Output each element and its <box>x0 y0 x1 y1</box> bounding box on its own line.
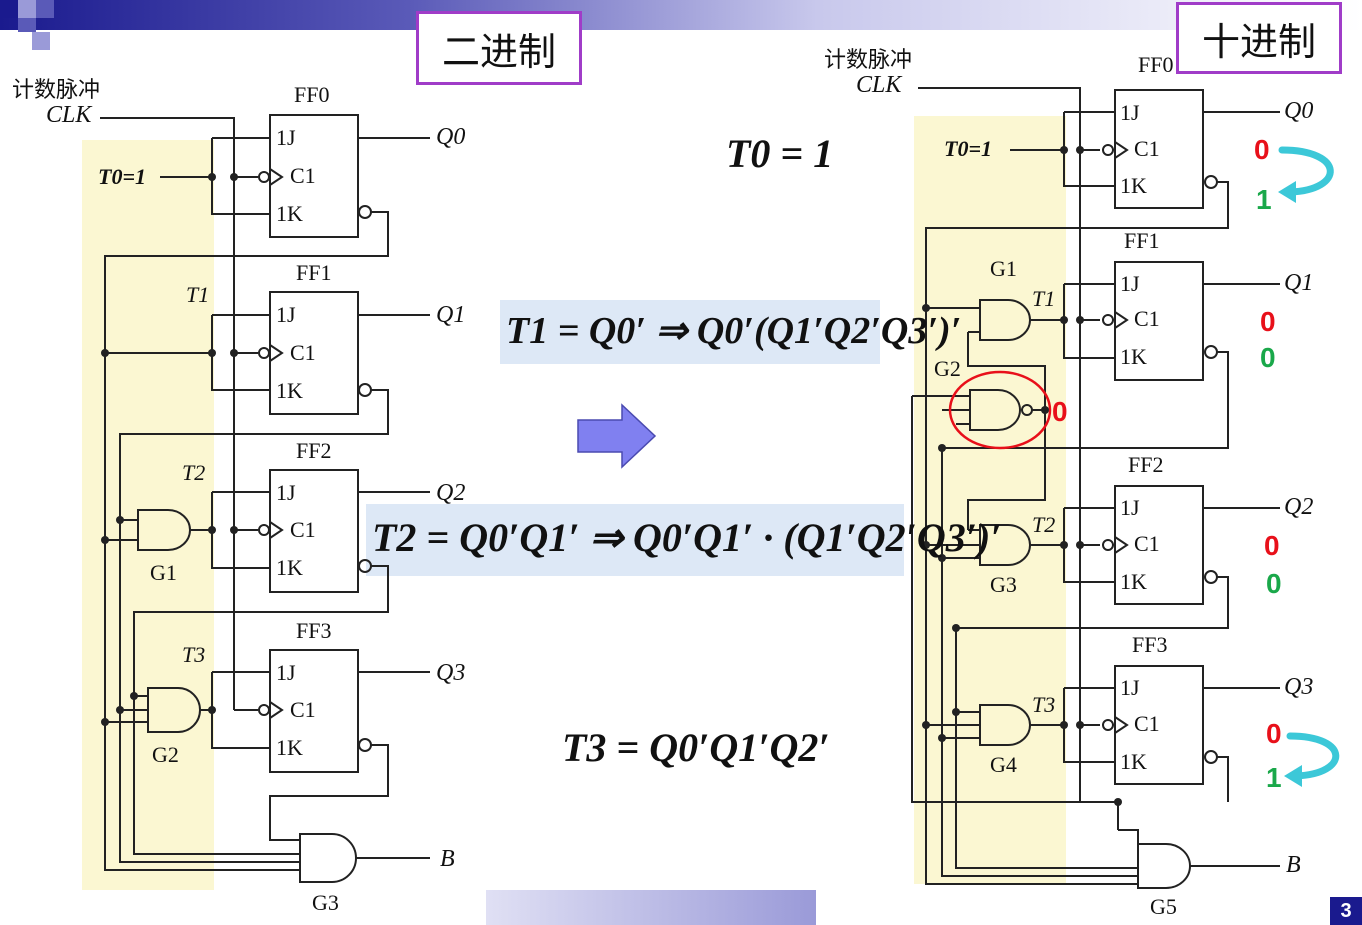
corner-square <box>0 0 18 18</box>
left-ff3-label: FF3 <box>296 618 332 643</box>
right-ff2-c: C1 <box>1134 531 1160 556</box>
footer-bar <box>486 890 816 925</box>
decimal-title: 十进制 <box>1176 2 1342 74</box>
left-g2-label: G2 <box>152 742 179 767</box>
right-g1-label: G1 <box>990 256 1017 281</box>
left-ff3-j: 1J <box>276 660 296 685</box>
right-clk-label: CLK <box>856 72 902 98</box>
left-q3-label: Q3 <box>436 660 466 686</box>
right-clk-cn-label: 计数脉冲 <box>824 48 913 73</box>
right-ff1-k: 1K <box>1120 344 1147 369</box>
q0-state-after: 1 <box>1256 184 1272 215</box>
right-q0-label: Q0 <box>1284 98 1314 124</box>
binary-title: 二进制 <box>416 11 582 85</box>
right-ff3-j: 1J <box>1120 675 1140 700</box>
right-ff0-c: C1 <box>1134 136 1160 161</box>
corner-square <box>18 18 36 32</box>
left-q0-label: Q0 <box>436 124 466 150</box>
left-ff0-label: FF0 <box>294 82 330 107</box>
right-ff1-box <box>1114 261 1204 381</box>
right-ff1-j: 1J <box>1120 271 1140 296</box>
right-ff2-j: 1J <box>1120 495 1140 520</box>
left-ff2-label: FF2 <box>296 438 332 463</box>
left-t3-label: T3 <box>182 642 206 667</box>
left-ff3-c: C1 <box>290 697 316 722</box>
corner-square <box>32 32 50 50</box>
q3-state-after: 1 <box>1266 762 1282 793</box>
q0-state-before: 0 <box>1254 134 1270 165</box>
left-ff1-j: 1J <box>276 302 296 327</box>
right-q2-label: Q2 <box>1284 494 1314 520</box>
right-ff0-k: 1K <box>1120 173 1147 198</box>
q2-state-before: 0 <box>1264 530 1280 561</box>
implication-arrow <box>577 403 657 469</box>
q1-state-before: 0 <box>1260 306 1276 337</box>
header-bar <box>0 0 1362 30</box>
left-g3-label: G3 <box>312 890 339 915</box>
left-q1-label: Q1 <box>436 302 466 328</box>
left-b-label: B <box>440 846 455 872</box>
right-ff3-k: 1K <box>1120 749 1147 774</box>
left-clk-cn-label: 计数脉冲 <box>12 78 101 103</box>
right-g3-label: G3 <box>990 572 1017 597</box>
t1-formula-bg <box>500 300 880 364</box>
right-ff0-label: FF0 <box>1138 52 1174 77</box>
left-ff1-k: 1K <box>276 378 303 403</box>
right-ff3-label: FF3 <box>1132 632 1168 657</box>
t0-formula: T0 = 1 <box>726 131 834 176</box>
right-q3-label: Q3 <box>1284 674 1314 700</box>
left-ff1-label: FF1 <box>296 260 332 285</box>
right-t2-label: T2 <box>1032 512 1056 537</box>
corner-square <box>18 0 36 18</box>
t3-formula: T3 = Q0′Q1′Q2′ <box>562 725 830 770</box>
left-ff2-k: 1K <box>276 555 303 580</box>
right-ff2-box <box>1114 485 1204 605</box>
t1-formula: T1 = Q0′ ⇒ Q0′(Q1′Q2′Q3′)′ <box>506 310 962 352</box>
right-t3-label: T3 <box>1032 692 1056 717</box>
left-ff2-box <box>269 469 359 593</box>
left-ff2-j: 1J <box>276 480 296 505</box>
right-ff1-label: FF1 <box>1124 228 1160 253</box>
left-clk-label: CLK <box>46 102 92 128</box>
t2-formula-bg <box>366 504 904 576</box>
right-ff3-box <box>1114 665 1204 785</box>
q3-state-before: 0 <box>1266 718 1282 749</box>
left-ff0-j: 1J <box>276 125 296 150</box>
left-ff0-c: C1 <box>290 163 316 188</box>
corner-square <box>36 0 54 18</box>
right-b-label: B <box>1286 852 1301 878</box>
left-ff0-k: 1K <box>276 201 303 226</box>
q2-state-after: 0 <box>1266 568 1282 599</box>
left-t2-label: T2 <box>182 460 206 485</box>
q1-state-after: 0 <box>1260 342 1276 373</box>
left-ff3-box <box>269 649 359 773</box>
left-t1-label: T1 <box>186 282 210 307</box>
t2-formula: T2 = Q0′Q1′ ⇒ Q0′Q1′ · (Q1′Q2′Q3′)′ <box>372 515 1002 560</box>
right-g5-label: G5 <box>1150 894 1177 919</box>
right-ff0-box <box>1114 89 1204 209</box>
right-ff1-c: C1 <box>1134 306 1160 331</box>
right-ff2-k: 1K <box>1120 569 1147 594</box>
left-ff2-c: C1 <box>290 517 316 542</box>
right-g2-label: G2 <box>934 356 961 381</box>
page-number: 3 <box>1330 897 1362 925</box>
left-q2-label: Q2 <box>436 480 466 506</box>
left-ff1-c: C1 <box>290 340 316 365</box>
left-t0-label: T0=1 <box>98 164 146 189</box>
right-ff0-j: 1J <box>1120 100 1140 125</box>
right-q1-label: Q1 <box>1284 270 1314 296</box>
right-ff3-c: C1 <box>1134 711 1160 736</box>
left-ff3-k: 1K <box>276 735 303 760</box>
left-ff0-box <box>269 114 359 238</box>
right-t1-label: T1 <box>1032 286 1056 311</box>
right-ff2-label: FF2 <box>1128 452 1164 477</box>
right-g4-label: G4 <box>990 752 1017 777</box>
right-t0-label: T0=1 <box>944 136 992 161</box>
g2-output-state: 0 <box>1052 396 1068 427</box>
left-g1-label: G1 <box>150 560 177 585</box>
